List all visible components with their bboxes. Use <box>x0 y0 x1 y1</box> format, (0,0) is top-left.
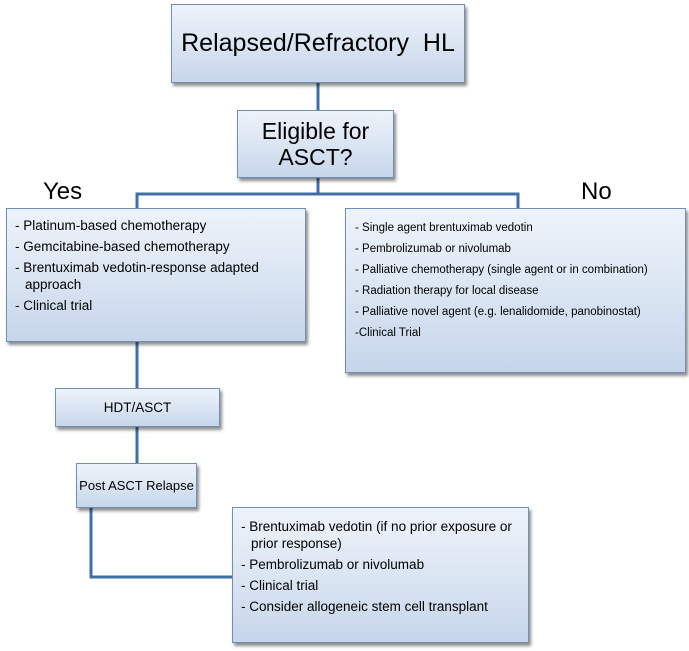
no-option: - Radiation therapy for local disease <box>355 285 539 297</box>
no-option: -Clinical Trial <box>355 327 421 339</box>
connector-post-relapse <box>89 508 232 579</box>
relapse-option: - Brentuximab vedotin (if no prior expos… <box>241 519 512 551</box>
post-relapse-text: Post ASCT Relapse <box>79 478 194 493</box>
yes-option: - Gemcitabine-based chemotherapy <box>15 239 230 254</box>
no-label: No <box>581 178 612 205</box>
no-options-box: - Single agent brentuximab vedotin - Pem… <box>345 208 686 373</box>
relapse-option: - Clinical trial <box>241 578 319 593</box>
yes-options-box: - Platinum-based chemotherapy - Gemcitab… <box>6 208 306 342</box>
yes-option: - Clinical trial <box>15 298 93 313</box>
hdt-asct-text: HDT/ASCT <box>103 400 172 415</box>
connector-yes-no <box>135 192 520 208</box>
yes-label: Yes <box>43 178 83 205</box>
no-option: - Palliative novel agent (e.g. lenalidom… <box>355 306 641 318</box>
title-text: Relapsed/Refractory HL <box>181 29 455 57</box>
relapse-options-box: - Brentuximab vedotin (if no prior expos… <box>232 507 529 643</box>
relapse-option: - Pembrolizumab or nivolumab <box>241 557 425 572</box>
no-option: - Palliative chemotherapy (single agent … <box>355 264 648 276</box>
no-option: - Single agent brentuximab vedotin <box>355 222 533 234</box>
question-line-1: Eligible for <box>261 117 370 144</box>
yes-option: - Brentuximab vedotin-response adapted a… <box>15 260 259 292</box>
yes-option: - Platinum-based chemotherapy <box>15 218 207 233</box>
post-relapse-box: Post ASCT Relapse <box>76 463 197 508</box>
question-box: Eligible for ASCT? <box>237 110 394 178</box>
hdt-asct-box: HDT/ASCT <box>55 388 220 427</box>
question-line-2: ASCT? <box>278 144 353 170</box>
no-option: - Pembrolizumab or nivolumab <box>355 243 511 255</box>
title-box: Relapsed/Refractory HL <box>171 4 465 83</box>
relapse-option: - Consider allogeneic stem cell transpla… <box>241 599 488 614</box>
